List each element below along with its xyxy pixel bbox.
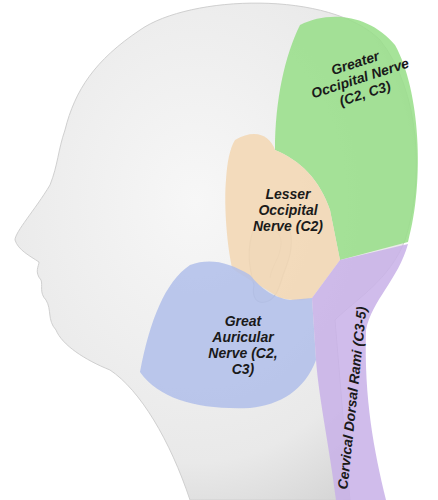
region-fill [140, 262, 316, 409]
nerve-region-cervical-dorsal-rami: Cervical Dorsal Rami (C3-5) [308, 244, 410, 500]
region-fill [312, 244, 408, 500]
nerve-label: Lesser Occipital Nerve (C2) [243, 186, 333, 234]
nerve-region-great-auricular: Great Auricular Nerve (C2, C3) [136, 252, 320, 414]
nerve-label: Great Auricular Nerve (C2, C3) [197, 313, 289, 377]
